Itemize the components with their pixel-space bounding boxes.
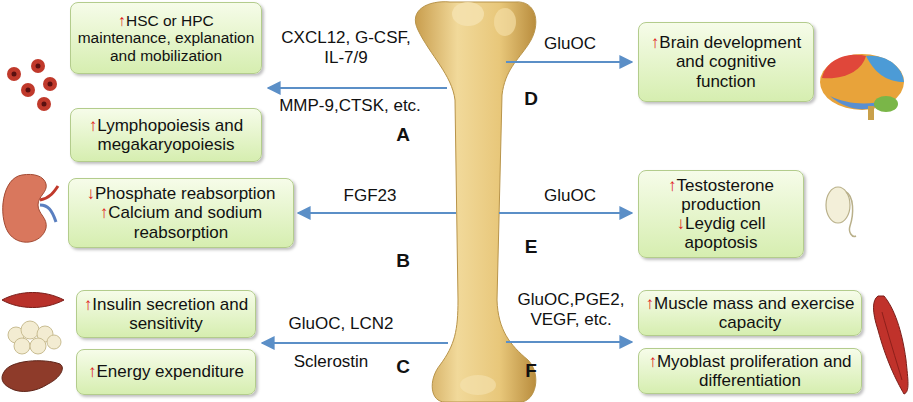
effect-text: Energy expenditure <box>97 362 244 381</box>
effect-text: Brain development and cognitive function <box>659 33 801 90</box>
panel-letter: D <box>520 88 542 110</box>
effect-line: ↑Myoblast proliferation and differentiat… <box>645 352 855 390</box>
change-arrow: ↑ <box>118 12 126 29</box>
change-arrow: ↑ <box>651 33 660 52</box>
kidney-icon <box>3 174 58 242</box>
effect-line: ↑Energy expenditure <box>83 362 249 381</box>
effect-box: ↑Insulin secretion and sensitivity <box>76 290 256 338</box>
change-arrow: ↑ <box>88 362 97 381</box>
arrow-f <box>506 341 632 343</box>
mediator-label: GluOC, LCN2 <box>276 314 406 334</box>
effect-box: ↓Phosphate reabsorption↑Calcium and sodi… <box>68 178 294 248</box>
panel-letter: B <box>392 250 414 272</box>
panel-letter: E <box>520 236 542 258</box>
change-arrow: ↑ <box>84 295 93 314</box>
panel-letter: C <box>392 356 414 378</box>
effect-line: ↑Lymphopoiesis and megakaryopoiesis <box>77 116 255 154</box>
arrow-d <box>506 61 632 63</box>
effect-text: Leydig cell apoptosis <box>685 214 766 252</box>
muscle-fat-liver-icons <box>2 293 64 392</box>
effect-box: ↑Energy expenditure <box>76 349 256 395</box>
effect-line: ↑Testosterone production <box>645 176 797 214</box>
effect-line: ↑Muscle mass and exercise capacity <box>645 294 855 332</box>
effect-line: ↓Leydig cell apoptosis <box>645 214 797 252</box>
effect-text: Phosphate reabsorption <box>95 184 276 203</box>
brain-icon <box>820 54 904 120</box>
effect-line: ↑Insulin secretion and sensitivity <box>83 295 249 333</box>
mediator-label: GluOC,PGE2, VEGF, etc. <box>510 290 632 329</box>
change-arrow: ↓ <box>86 184 95 203</box>
effect-line: ↑Brain development and cognitive functio… <box>645 33 807 90</box>
effect-box: ↑Brain development and cognitive functio… <box>638 22 814 102</box>
effect-text: Testosterone production <box>677 176 774 214</box>
change-arrow: ↑ <box>89 116 98 135</box>
arrows <box>262 62 632 343</box>
change-arrow: ↑ <box>646 294 655 313</box>
arrow-b <box>298 212 456 214</box>
mediator-label: Sclerostin <box>276 352 386 372</box>
effect-line: ↓Phosphate reabsorption <box>75 184 287 203</box>
effect-text: HSC or HPC maintenance, explanation and … <box>78 12 255 64</box>
effect-box: ↑Testosterone production↓Leydig cell apo… <box>638 170 804 258</box>
change-arrow: ↑ <box>668 176 677 195</box>
mediator-label: MMP-9,CTSK, etc. <box>270 96 430 116</box>
arrow-e <box>499 212 632 214</box>
effect-line: ↑HSC or HPC maintenance, explanation and… <box>77 12 255 64</box>
effect-box: ↑HSC or HPC maintenance, explanation and… <box>70 2 262 74</box>
panel-letter: A <box>392 124 414 146</box>
change-arrow: ↑ <box>100 203 109 222</box>
effect-box: ↑Myoblast proliferation and differentiat… <box>638 348 862 394</box>
effect-text: Muscle mass and exercise capacity <box>654 294 854 332</box>
effect-text: Calcium and sodium reabsorption <box>108 203 262 241</box>
change-arrow: ↑ <box>648 352 657 371</box>
change-arrow: ↓ <box>677 214 686 233</box>
testis-icon <box>826 187 856 236</box>
mediator-label: GluOC <box>530 34 610 54</box>
effect-text: Lymphopoiesis and megakaryopoiesis <box>97 116 243 154</box>
mediator-label: FGF23 <box>320 186 420 206</box>
effect-text: Insulin secretion and sensitivity <box>92 295 248 333</box>
effect-line: ↑Calcium and sodium reabsorption <box>75 203 287 241</box>
effect-box: ↑Muscle mass and exercise capacity <box>638 290 862 336</box>
mediator-label: GluOC <box>530 186 610 206</box>
arrow-a <box>268 87 447 89</box>
panel-letter: F <box>520 360 542 382</box>
effect-box: ↑Lymphopoiesis and megakaryopoiesis <box>70 108 262 162</box>
effect-text: Myoblast proliferation and differentiati… <box>657 352 852 390</box>
arrow-c <box>262 342 448 344</box>
muscle-icon <box>874 296 909 394</box>
blood-cells-icon <box>7 59 57 111</box>
mediator-label: CXCL12, G-CSF, IL-7/9 <box>276 28 416 67</box>
